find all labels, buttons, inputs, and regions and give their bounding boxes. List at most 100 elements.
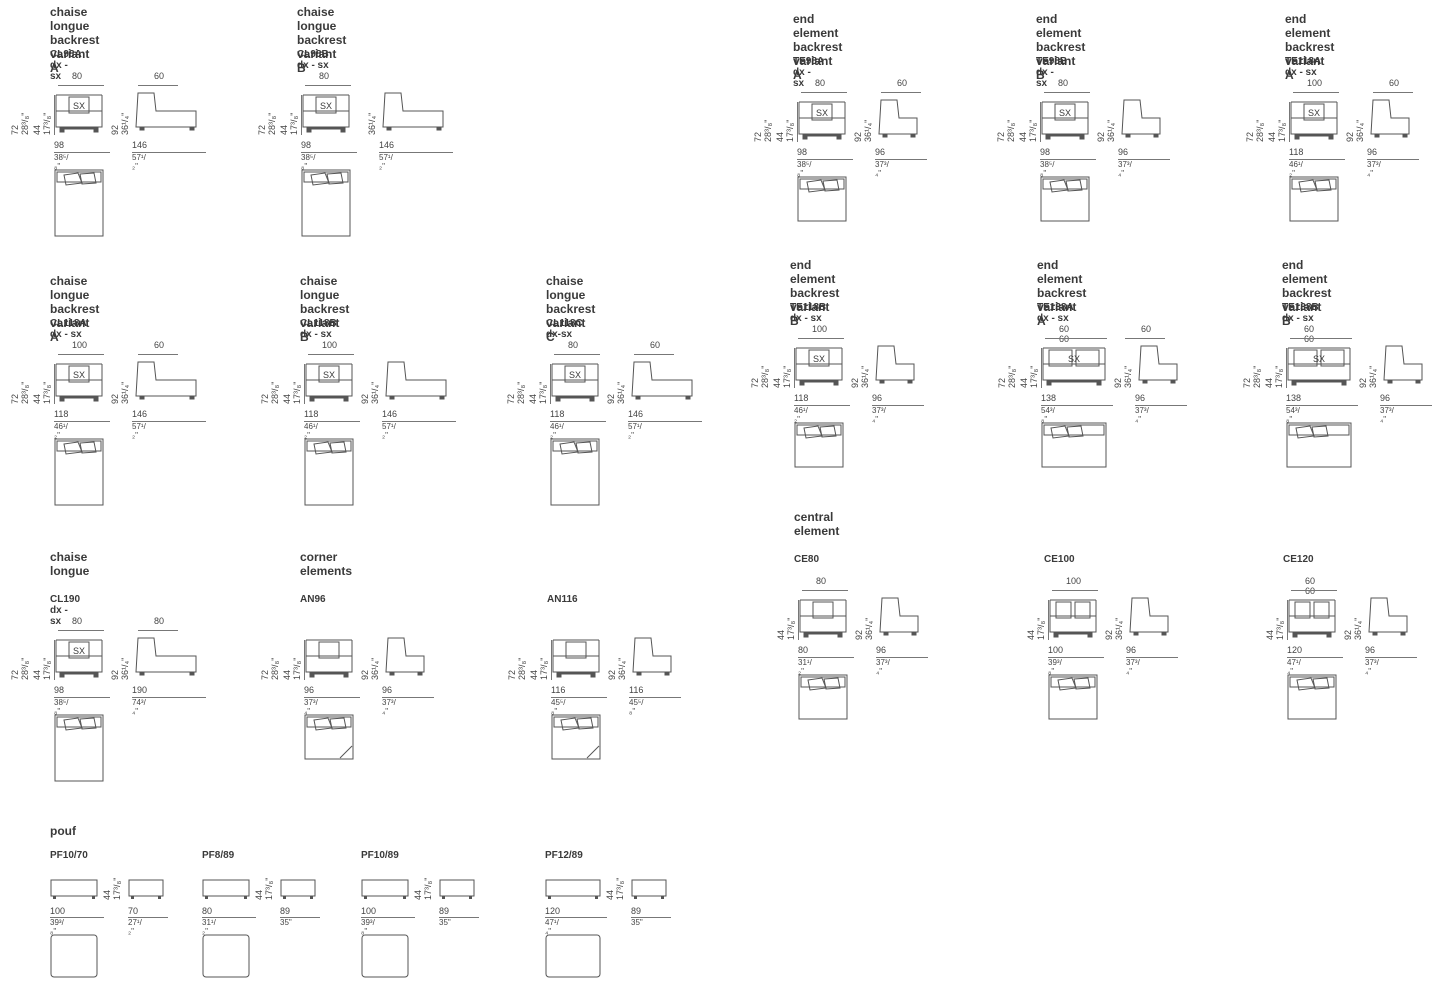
height-92-label: 92: [850, 377, 860, 388]
pouf-plan: [202, 934, 250, 978]
width-bottom-line: [550, 421, 606, 422]
sx-mark: SX: [816, 108, 829, 118]
height-44-label: 44: [775, 131, 785, 142]
width-bottom-inch: 39³/₈": [1048, 658, 1062, 676]
height-line: [1289, 102, 1290, 142]
front-view: [551, 636, 601, 680]
height-72-inch: 28³/₈": [1252, 365, 1262, 388]
width-label: 60 60: [1305, 576, 1316, 596]
width-bottom-label: 98: [301, 140, 312, 150]
height-44-inch: 17³/₈": [786, 617, 796, 640]
plan-view-drawing: [304, 438, 354, 506]
height-92-inch: 36¹/₄": [860, 365, 870, 388]
depth-bottom-label: 96: [382, 685, 393, 695]
height-line: [54, 364, 55, 404]
pouf-title: pouf: [50, 824, 76, 838]
front-view-drawing: [1042, 347, 1106, 386]
height-92-inch: 36¹/₄": [616, 381, 626, 404]
height-72-label: 72: [260, 393, 270, 404]
width-bottom-inch: 46¹/₂": [1289, 160, 1303, 178]
height-line: [797, 102, 798, 142]
width-label: 100: [72, 340, 88, 350]
plan-view-drawing: [54, 438, 104, 506]
width-bottom-label: 96: [304, 685, 315, 695]
side-view-drawing: [382, 92, 444, 131]
front-view-drawing: [795, 347, 843, 386]
height-44-label: 44: [32, 669, 42, 680]
module-code: TE118A dx - sx: [1285, 56, 1321, 78]
plan-view-drawing: [1041, 422, 1107, 468]
pouf-depth-label: 89: [439, 906, 450, 916]
pouf-plan-drawing: [361, 934, 409, 978]
side-view-drawing: [875, 345, 915, 384]
front-view: [304, 636, 354, 680]
side-view: [629, 636, 673, 680]
width-bottom-label: 98: [54, 140, 65, 150]
height-44-label: 44: [282, 669, 292, 680]
height-44-inch: 17³/₈": [538, 381, 548, 404]
front-view-drawing: [55, 639, 103, 678]
plan-view: [550, 438, 600, 506]
height-92-inch: 36¹/₄": [1106, 119, 1116, 142]
front-view: [797, 98, 847, 142]
width-label: 80: [72, 71, 83, 81]
width-bottom-label: 118: [550, 409, 565, 419]
pouf-width-label: 100: [50, 906, 66, 916]
height-92-inch: 36¹/₄": [120, 657, 130, 680]
depth-bottom-line: [382, 697, 434, 698]
width-bottom-label: 118: [794, 393, 809, 403]
front-view-drawing: [1290, 101, 1338, 140]
plan-view-drawing: [54, 714, 104, 782]
height-72-inch: 28³/₈": [1255, 119, 1265, 142]
pouf-height-label: 44: [102, 889, 112, 900]
height-92-inch: 36¹/₄": [1123, 365, 1133, 388]
pouf-front-drawing: [50, 879, 98, 899]
side-view-drawing: [385, 361, 447, 400]
plan-view-drawing: [54, 169, 104, 237]
width-line: [58, 630, 104, 631]
sx-mark: SX: [73, 101, 86, 111]
width-bottom-inch: 37³/₄": [304, 698, 318, 716]
height-72-label: 72: [996, 131, 1006, 142]
depth-bottom-line: [132, 421, 206, 422]
side-view-drawing: [1368, 597, 1408, 636]
width-line: [801, 92, 847, 93]
plan-view: [304, 714, 354, 760]
module-title: end element backrest variant A: [1037, 258, 1087, 328]
side-view: [132, 91, 198, 135]
width-line: [1291, 590, 1337, 591]
depth-bottom-label: 96: [875, 147, 886, 157]
depth-bottom-label: 146: [132, 140, 148, 150]
height-44-inch: 17³/₈": [292, 381, 302, 404]
height-92-label: 92: [853, 131, 863, 142]
width-bottom-line: [54, 152, 110, 153]
module-code: CL98B dx - sx: [297, 49, 329, 71]
depth-bottom-inch: 37³/₄": [1367, 160, 1381, 178]
height-44-inch: 17³/₈": [539, 657, 549, 680]
depth-bottom-line: [1365, 657, 1417, 658]
width-bottom-inch: 46¹/₂": [304, 422, 318, 440]
width-line: [1052, 590, 1098, 591]
height-44-label: 44: [529, 669, 539, 680]
width-bottom-line: [54, 697, 110, 698]
depth-top-line: [881, 92, 921, 93]
depth-bottom-line: [628, 421, 702, 422]
depth-bottom-label: 146: [379, 140, 395, 150]
width-label: 60 60: [1304, 324, 1315, 344]
height-92-label: 92: [110, 669, 120, 680]
width-line: [798, 338, 844, 339]
side-view-drawing: [878, 99, 918, 138]
height-line: [1048, 600, 1049, 640]
sx-mark: SX: [569, 370, 582, 380]
height-92-label: 92: [360, 669, 370, 680]
depth-top-line: [138, 85, 178, 86]
sx-mark: SX: [1313, 354, 1326, 364]
front-view-drawing: [551, 363, 599, 402]
module-title: central element: [794, 510, 840, 538]
depth-bottom-label: 96: [1126, 645, 1137, 655]
pouf-width-inch: 31¹/₂": [202, 918, 216, 936]
front-view-drawing: [305, 363, 353, 402]
width-bottom-label: 118: [1289, 147, 1304, 157]
height-44-label: 44: [279, 124, 289, 135]
plan-view-drawing: [301, 169, 351, 237]
